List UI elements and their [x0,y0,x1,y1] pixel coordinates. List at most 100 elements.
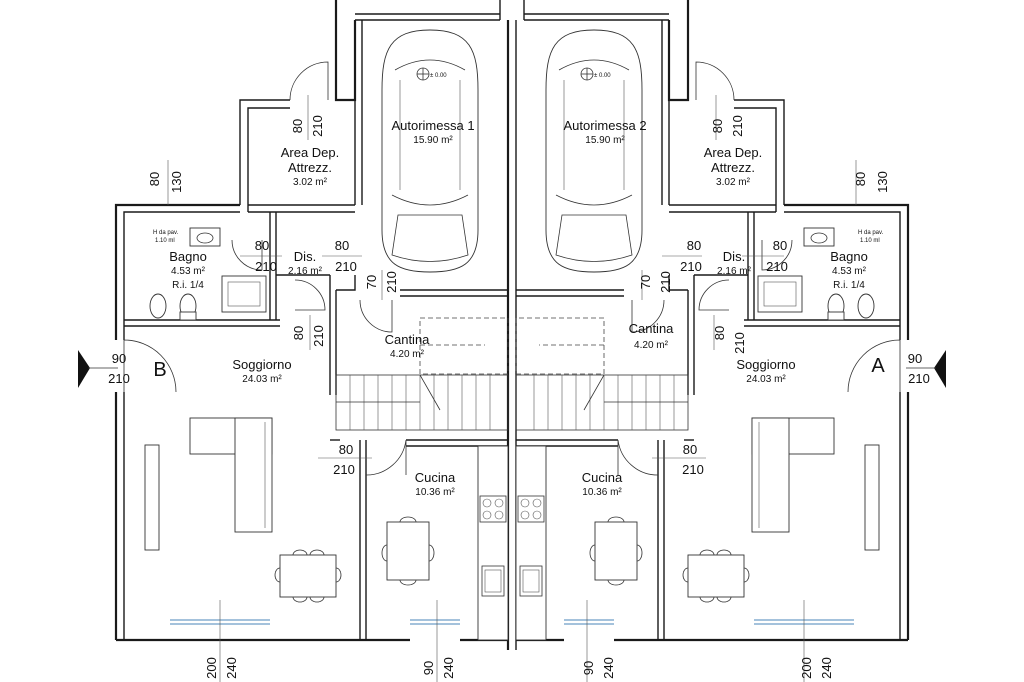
dim-80: 80 [335,238,349,253]
dim-70: 70 [364,275,379,289]
kitchen-area: 10.36 m² [415,487,455,498]
garage-area: 15.90 m² [413,135,453,146]
dim-200: 200 [204,657,219,679]
cellar-area: 4.20 m² [390,349,425,360]
bath-note-2: 1.10 ml [860,238,880,244]
dim-210: 210 [732,332,747,354]
dim-240: 240 [224,657,239,679]
unit-left: Autorimessa 1 15.90 m² ± 0.00 Area Dep. … [78,0,517,682]
tv-cabinet-left [144,444,160,551]
dining-table-living-left [274,549,342,603]
dim-80: 80 [147,172,162,186]
kitchen-name: Cucina [415,470,456,485]
dim-210: 210 [730,115,745,137]
storage-name-2: Attrezz. [288,160,332,175]
dim-90: 90 [581,661,596,675]
dim-80: 80 [687,238,701,253]
living-area: 24.03 m² [242,374,282,385]
kitchen-counter-left [477,445,509,641]
entrance-arrow-left-icon [78,350,90,388]
garage-name: Autorimessa 2 [563,118,646,133]
labels-left: Autorimessa 1 15.90 m² ± 0.00 Area Dep. … [78,73,475,498]
labels-right: Autorimessa 2 15.90 m² ± 0.00 Area Dep. … [563,73,929,498]
living-name: Soggiorno [232,357,291,372]
entrance-letter: B [153,359,166,381]
dim-80: 80 [710,119,725,133]
staircase-right [515,317,689,431]
hall-area: 2.16 m² [717,266,752,277]
bath-name: Bagno [169,249,207,264]
garage-name: Autorimessa 1 [391,118,474,133]
dim-210: 210 [333,462,355,477]
dim-210: 210 [680,259,702,274]
bath-note-2: 1.10 ml [155,238,175,244]
dim-200: 200 [799,657,814,679]
sofa-left-icon [189,417,273,533]
dim-210: 210 [311,325,326,347]
dim-210: 210 [255,259,277,274]
storage-area: 3.02 m² [716,177,751,188]
dim-210: 210 [658,271,673,293]
dims-left: 80 210 80 130 80 210 80 210 70 210 80 21… [147,95,456,682]
bath-name: Bagno [830,249,868,264]
furniture-left [144,29,509,641]
cellar-area: 4.20 m² [634,340,669,351]
dim-130: 130 [169,171,184,193]
dim-80: 80 [712,326,727,340]
kitchen-name: Cucina [582,470,623,485]
bath-note-1: H da pav. [153,230,179,236]
dim-90: 90 [421,661,436,675]
hall-name: Dis. [723,249,745,264]
entrance-width: 90 [112,351,126,366]
dim-80: 80 [683,442,697,457]
dim-210: 210 [766,259,788,274]
bath-area: 4.53 m² [171,266,206,277]
dim-70: 70 [638,275,653,289]
dining-table-kitchen-left [381,516,435,586]
dim-210: 210 [682,462,704,477]
entrance-height: 210 [908,371,930,386]
doors-left [123,61,407,476]
bath-ri: R.i. 1/4 [172,280,204,291]
entrance-letter: A [871,355,885,377]
dim-80: 80 [853,172,868,186]
car-left-icon [381,29,479,273]
dim-80: 80 [773,238,787,253]
dim-80: 80 [291,326,306,340]
unit-right: Autorimessa 2 15.90 m² ± 0.00 Area Dep. … [515,0,946,682]
hall-area: 2.16 m² [288,266,323,277]
dims-right: 80 210 80 130 80 210 80 210 70 210 80 21… [581,115,890,679]
dim-210: 210 [384,271,399,293]
bath-ri: R.i. 1/4 [833,280,865,291]
storage-name-2: Attrezz. [711,160,755,175]
storage-area: 3.02 m² [293,177,328,188]
kitchen-area: 10.36 m² [582,487,622,498]
storage-name-1: Area Dep. [281,145,340,160]
entrance-width: 90 [908,351,922,366]
living-name: Soggiorno [736,357,795,372]
cellar-name: Cantina [385,332,431,347]
dim-130: 130 [875,171,890,193]
bath-fixtures-left [149,227,267,321]
cellar-name: Cantina [629,321,675,336]
car-right-icon [545,29,643,273]
dim-240: 240 [441,657,456,679]
hall-name: Dis. [294,249,316,264]
garage-area: 15.90 m² [585,135,625,146]
geometry-right [515,0,946,682]
dim-240: 240 [601,657,616,679]
dim-240: 240 [819,657,834,679]
dim-80: 80 [255,238,269,253]
elevation-mark: ± 0.00 [594,73,611,79]
dim-210: 210 [310,115,325,137]
elevation-mark: ± 0.00 [430,73,447,79]
dim-210: 210 [335,259,357,274]
entrance-height: 210 [108,371,130,386]
storage-name-1: Area Dep. [704,145,763,160]
dim-80: 80 [339,442,353,457]
dim-80: 80 [290,119,305,133]
staircase-left [335,317,509,431]
living-area: 24.03 m² [746,374,786,385]
